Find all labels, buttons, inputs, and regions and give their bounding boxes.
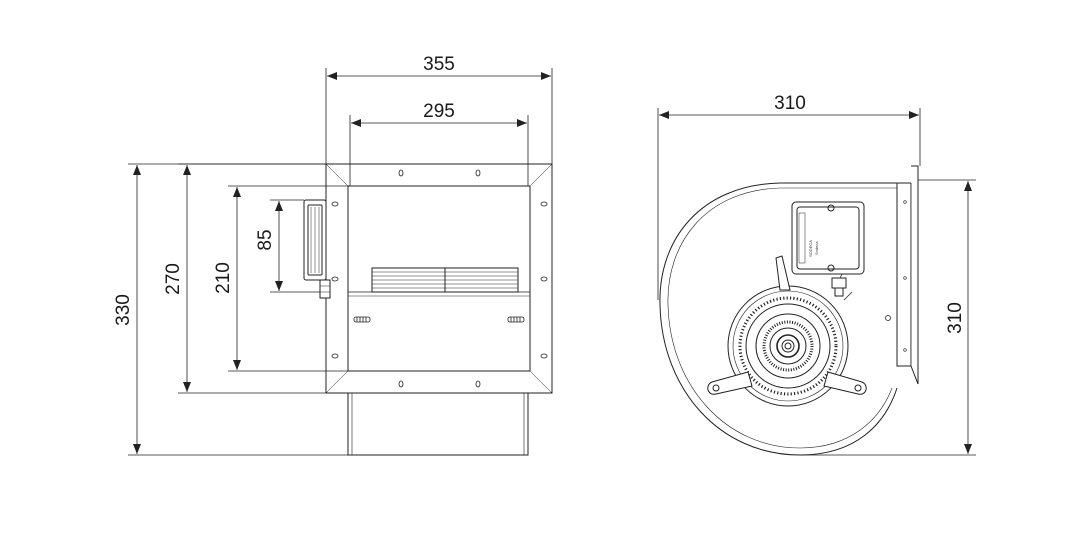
dim-label-355: 355 (423, 54, 455, 75)
motor-box-front (303, 199, 331, 299)
side-view: Sodeca SODECA (659, 165, 919, 456)
junction-box: Sodeca SODECA (791, 201, 865, 297)
motor-mount (707, 255, 867, 407)
side-flange (885, 165, 919, 385)
side-dimensions (657, 108, 976, 456)
dim-label-310-width: 310 (774, 93, 806, 114)
dim-label-330: 330 (113, 294, 134, 326)
junction-box-label: SODECA (808, 240, 813, 257)
flange-inner (347, 185, 531, 372)
outlet-body (347, 392, 529, 456)
front-view (303, 163, 553, 456)
junction-box-logo: Sodeca (814, 241, 819, 255)
dim-label-295: 295 (423, 101, 455, 122)
front-dimension-labels: 355 295 330 270 210 85 (113, 54, 455, 326)
flange-holes (331, 169, 548, 388)
front-dimensions (128, 68, 553, 456)
side-dimension-labels: 310 310 (774, 93, 966, 334)
dim-label-210: 210 (213, 262, 234, 294)
slot-bars (353, 316, 525, 323)
dim-label-270: 270 (163, 263, 184, 295)
impeller-front (371, 267, 519, 293)
dim-label-310-height: 310 (945, 302, 966, 334)
dim-label-85: 85 (255, 229, 276, 250)
